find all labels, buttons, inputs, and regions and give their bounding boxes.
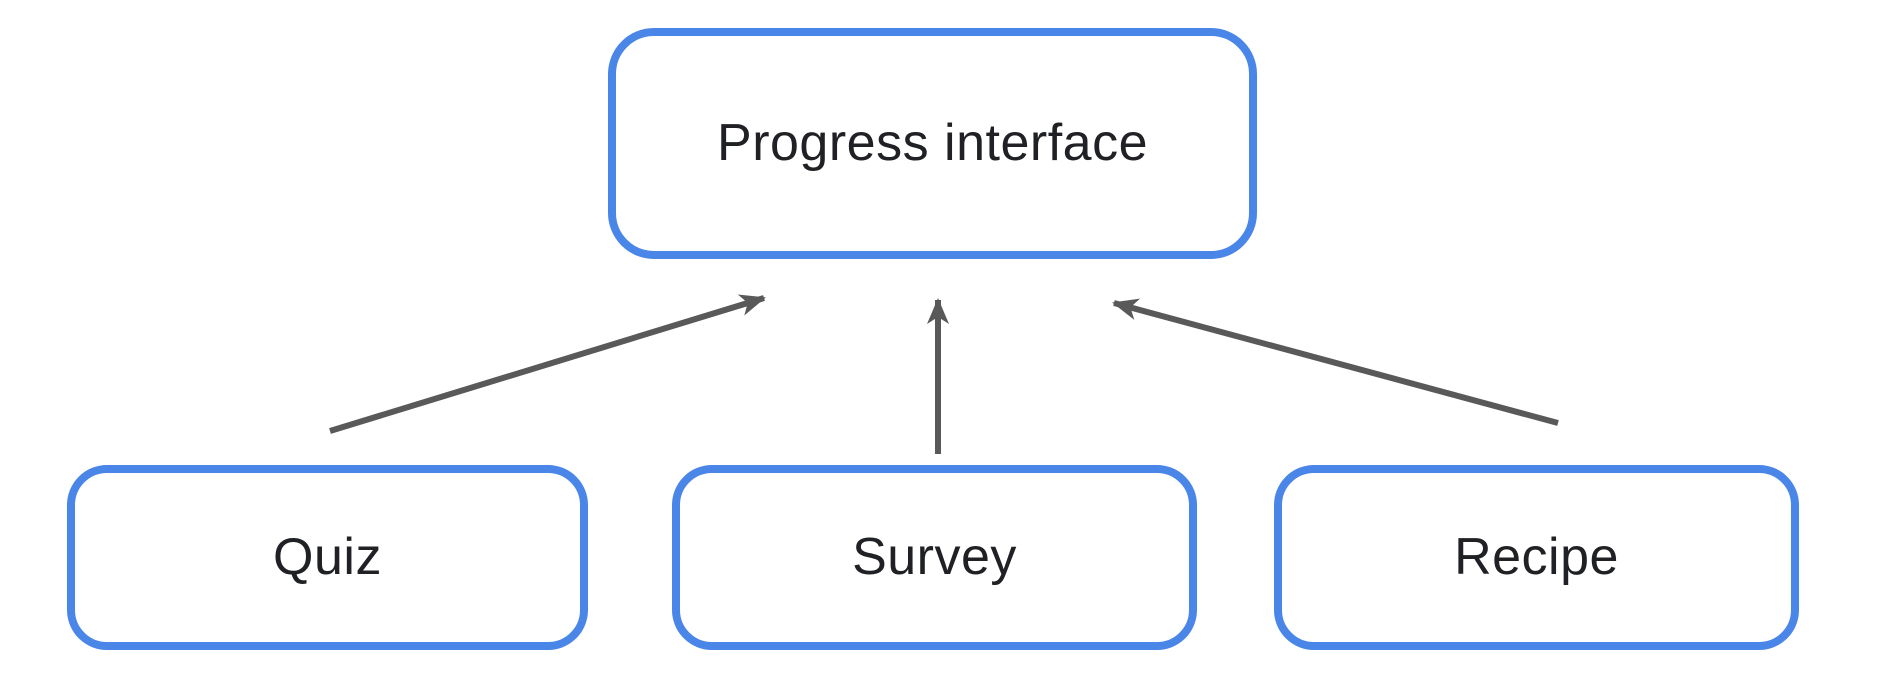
- arrow-quiz-to-progress: [329, 294, 766, 434]
- node-progress-interface: Progress interface: [608, 28, 1257, 259]
- node-quiz-label: Quiz: [273, 528, 382, 587]
- node-survey: Survey: [672, 465, 1197, 650]
- node-quiz: Quiz: [67, 465, 588, 650]
- node-survey-label: Survey: [852, 528, 1017, 587]
- arrow-recipe-to-progress: [1112, 298, 1559, 426]
- node-recipe: Recipe: [1274, 465, 1799, 650]
- node-recipe-label: Recipe: [1454, 528, 1619, 587]
- node-progress-interface-label: Progress interface: [717, 114, 1148, 173]
